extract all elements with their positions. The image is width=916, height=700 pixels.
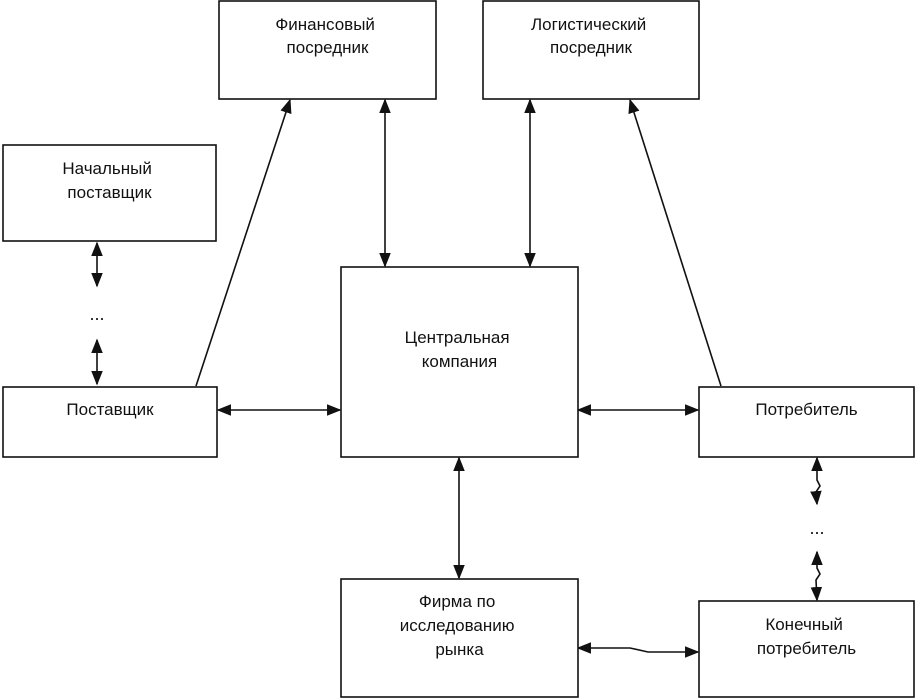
node-label-line: Начальный	[62, 159, 152, 178]
svg-text:Центральная компания: Центральная компания	[405, 328, 515, 371]
svg-text:Поставщик: Поставщик	[66, 400, 154, 419]
node-label-line: компания	[422, 352, 498, 371]
ellipsis-left: ...	[89, 304, 104, 324]
ellipsis-right: ...	[809, 518, 824, 538]
node-label-line: Конечный	[765, 615, 843, 634]
svg-text:Финансовый посредник: Финансовый посредник	[275, 15, 379, 57]
node-label-line: Потребитель	[755, 400, 857, 419]
node-initial-supplier: Начальный поставщик	[2, 144, 217, 242]
node-logistics-intermediary: Логистический посредник	[482, 0, 700, 100]
svg-text:Фирма по исследованию: Фирма по исследованию рынка	[400, 592, 520, 659]
node-central-company: Центральная компания	[340, 266, 579, 458]
node-market-research-firm: Фирма по исследованию рынка	[340, 578, 579, 698]
node-consumer: Потребитель	[698, 386, 915, 458]
connector-consumer-dots	[810, 456, 823, 506]
svg-text:Логистический посредник: Логистический посредник	[531, 15, 651, 57]
svg-text:Конечный потребитель: Конечный потребитель	[757, 615, 856, 658]
node-label-line: Логистический	[531, 15, 646, 34]
svg-text:Начальный поставщик: Начальный поставщик	[62, 159, 156, 202]
svg-text:Потребитель: Потребитель	[755, 400, 857, 419]
node-supplier: Поставщик	[2, 386, 218, 458]
connectors	[91, 98, 823, 658]
node-label-line: потребитель	[757, 639, 856, 658]
node-end-consumer: Конечный потребитель	[698, 600, 915, 698]
node-label-line: рынка	[435, 640, 484, 659]
connector-consumer-logistics	[628, 98, 722, 387]
node-label-line: Поставщик	[66, 400, 154, 419]
node-label-line: исследованию	[400, 616, 515, 635]
node-label-line: поставщик	[67, 183, 152, 202]
connector-supplier-financial	[195, 98, 292, 387]
node-label-line: Финансовый	[275, 15, 375, 34]
node-label-line: Фирма по	[419, 592, 495, 611]
node-label-line: посредник	[287, 38, 369, 57]
node-label-line: посредник	[550, 38, 632, 57]
node-label-line: Центральная	[405, 328, 510, 347]
connector-dots-end-consumer	[810, 550, 823, 602]
node-financial-intermediary: Финансовый посредник	[218, 0, 437, 100]
connector-research-end-consumer	[576, 642, 700, 658]
